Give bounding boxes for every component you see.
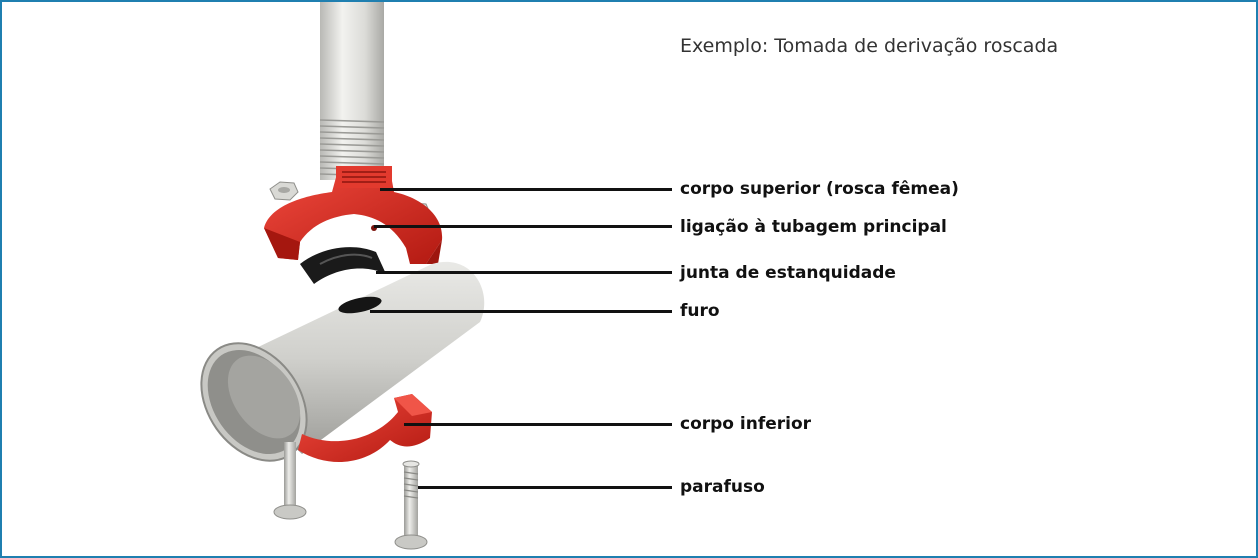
leader-line-seal — [376, 271, 672, 274]
leader-line-hole — [370, 310, 672, 313]
vertical-threaded-pipe — [319, 2, 385, 180]
bolt-right — [394, 460, 428, 550]
lower-body-fitting — [298, 394, 432, 463]
label-main-pipe-connection: ligação à tubagem principal — [680, 217, 947, 237]
bolt-left — [273, 442, 307, 520]
label-seal: junta de estanquidade — [680, 263, 896, 283]
label-hole: furo — [680, 301, 720, 321]
label-bolt: parafuso — [680, 477, 765, 497]
nut-left — [269, 181, 299, 201]
label-lower-body: corpo inferior — [680, 414, 812, 434]
leader-line-main-pipe-connection — [374, 225, 672, 228]
leader-line-lower-body — [404, 423, 672, 426]
label-upper-body: corpo superior (rosca fêmea) — [680, 179, 959, 199]
hole — [338, 296, 382, 314]
diagram-caption: Exemplo: Tomada de derivação roscada — [680, 35, 1059, 57]
upper-body-fitting — [264, 166, 443, 264]
main-pipe — [200, 261, 485, 462]
seal-gasket — [300, 247, 386, 284]
leader-line-bolt — [418, 486, 672, 489]
leader-line-upper-body — [380, 188, 672, 191]
